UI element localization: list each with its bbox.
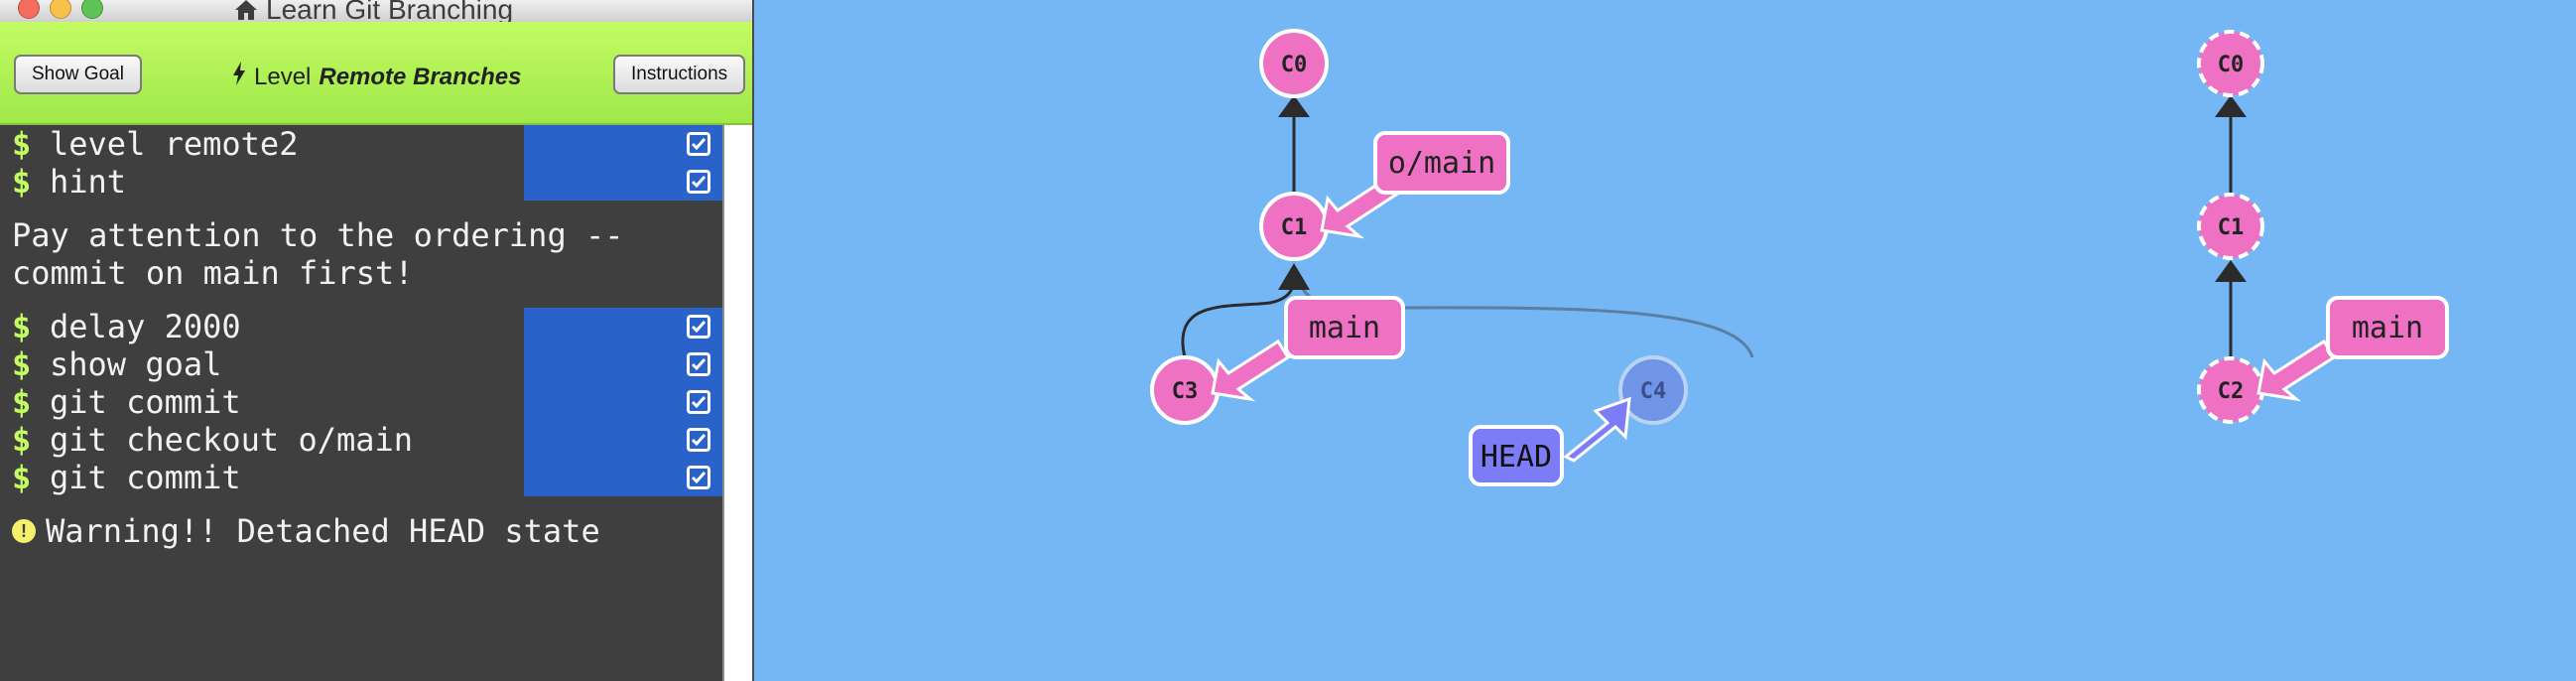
console-panel: Learn Git Branching Show Goal Level Remo… [0, 0, 754, 681]
command-status [524, 383, 722, 421]
command-text: git commit [50, 383, 241, 421]
commit-label: C0 [1281, 53, 1308, 77]
command-text: level remote2 [50, 125, 299, 163]
command-status [524, 459, 722, 496]
command-status [524, 421, 722, 459]
show-goal-button[interactable]: Show Goal [14, 55, 142, 94]
command-row: $ show goal [12, 345, 722, 383]
branch-main[interactable]: main [1211, 296, 1405, 402]
checkbox-checked-icon [687, 466, 710, 489]
lightning-icon [232, 62, 246, 92]
arrowhead-icon [1278, 95, 1310, 117]
git-graph-canvas: C0 C1 C3 C4 o/main [1150, 29, 2449, 486]
close-window-button[interactable] [18, 0, 40, 19]
command-row: $ level remote2 [12, 125, 722, 163]
command-text: git commit [50, 459, 241, 496]
maximize-window-button[interactable] [81, 0, 103, 19]
commit-label: C1 [1281, 215, 1308, 240]
checkbox-checked-icon [687, 428, 710, 452]
commit-label: C3 [1172, 379, 1199, 404]
instructions-button[interactable]: Instructions [613, 55, 746, 94]
warning-icon: ! [12, 519, 36, 543]
command-row: $ git checkout o/main [12, 421, 722, 459]
commit-c1[interactable]: C1 [1259, 192, 1329, 261]
goal-commit-c0: C0 [2197, 30, 2264, 97]
window-titlebar: Learn Git Branching [0, 0, 752, 26]
arrowhead-icon [1278, 263, 1310, 290]
level-name: Remote Branches [319, 63, 522, 90]
window-title: Learn Git Branching [234, 0, 513, 26]
home-icon [234, 0, 258, 21]
goal-commit-c2: C2 [2197, 356, 2264, 424]
prompt-symbol: $ [12, 383, 32, 421]
commit-label: C4 [1640, 379, 1667, 404]
checkbox-checked-icon [687, 390, 710, 414]
level-title: Level Remote Branches [232, 62, 521, 92]
command-row: $ git commit [12, 383, 722, 421]
git-visualization: C0 C1 C3 C4 o/main [754, 0, 2576, 681]
prompt-symbol: $ [12, 125, 32, 163]
branch-o-main[interactable]: o/main [1320, 131, 1510, 239]
commit-label: C2 [2218, 379, 2245, 404]
branch-label: o/main [1388, 146, 1495, 181]
command-row: $ hint [12, 163, 722, 201]
goal-branch-main: main [2256, 296, 2449, 402]
command-status [524, 345, 722, 383]
command-terminal: $ level remote2 $ hint Pay attention to … [0, 125, 722, 681]
commit-c0[interactable]: C0 [1259, 29, 1329, 98]
window-title-text: Learn Git Branching [266, 0, 514, 25]
command-text: delay 2000 [50, 308, 241, 345]
terminal-scrollbar[interactable] [722, 125, 752, 681]
checkbox-checked-icon [687, 315, 710, 339]
level-prefix: Level [254, 63, 312, 90]
branch-head[interactable]: HEAD [1469, 396, 1631, 486]
warning-line: ! Warning!! Detached HEAD state [12, 512, 600, 550]
commit-c3[interactable]: C3 [1150, 355, 1220, 425]
prompt-symbol: $ [12, 459, 32, 496]
command-row: $ delay 2000 [12, 308, 722, 345]
command-text: hint [50, 163, 127, 201]
window-controls [18, 0, 103, 19]
prompt-symbol: $ [12, 308, 32, 345]
prompt-symbol: $ [12, 163, 32, 201]
checkbox-checked-icon [687, 132, 710, 156]
warning-text: Warning!! Detached HEAD state [46, 512, 600, 550]
hint-message: Pay attention to the ordering -- commit … [12, 216, 624, 292]
prompt-symbol: $ [12, 421, 32, 459]
command-row: $ git commit [12, 459, 722, 496]
commit-label: C1 [2218, 215, 2245, 240]
branch-label: HEAD [1481, 440, 1552, 475]
goal-tree: C0 C1 C2 main [2197, 30, 2449, 424]
commit-label: C0 [2218, 53, 2245, 77]
command-status [524, 308, 722, 345]
checkbox-checked-icon [687, 170, 710, 194]
minimize-window-button[interactable] [50, 0, 71, 19]
command-text: show goal [50, 345, 222, 383]
commit-c4[interactable]: C4 [1618, 355, 1688, 425]
branch-label: main [2352, 311, 2423, 345]
level-toolbar: Show Goal Level Remote Branches Instruct… [0, 22, 752, 125]
prompt-symbol: $ [12, 345, 32, 383]
goal-commit-c1: C1 [2197, 193, 2264, 260]
command-status [524, 163, 722, 201]
checkbox-checked-icon [687, 352, 710, 376]
command-text: git checkout o/main [50, 421, 414, 459]
arrowhead-icon [2215, 95, 2247, 117]
command-status [524, 125, 722, 163]
branch-label: main [1309, 311, 1380, 345]
arrowhead-icon [2215, 260, 2247, 282]
